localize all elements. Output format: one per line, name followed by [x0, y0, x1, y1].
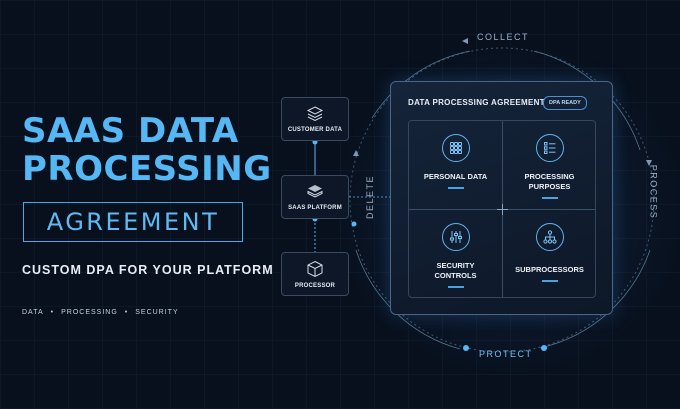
quadrant-underline [541, 280, 558, 282]
flow-box-saas-platform: SAAS PLATFORM [281, 175, 349, 219]
status-badge: DPA READY [543, 96, 587, 110]
platform-layers-icon [307, 184, 323, 198]
card-title: DATA PROCESSING AGREEMENT [408, 98, 545, 107]
flow-box-customer-data: CUSTOMER DATA [281, 97, 349, 141]
cycle-label-delete: DELETE [365, 174, 376, 220]
agreement-badge: AGREEMENT [23, 202, 243, 242]
arrow-process-icon [646, 160, 652, 166]
flow-label: SAAS PLATFORM [288, 204, 342, 211]
grid-cross-icon [497, 204, 508, 215]
quadrant-label: PROCESSING PURPOSES [524, 172, 575, 191]
tagline-separator: • [124, 309, 129, 316]
quadrant-subprocessors: SUBPROCESSORS [503, 210, 596, 298]
hierarchy-icon [542, 230, 557, 244]
dpa-grid: PERSONAL DATA PROCESSING PURPOSES [408, 120, 596, 298]
cycle-label-collect: COLLECT [477, 32, 530, 42]
quadrant-label: SUBPROCESSORS [515, 265, 584, 274]
dpa-card: DATA PROCESSING AGREEMENT DPA READY PERS… [390, 81, 613, 315]
flow-box-processor: PROCESSOR [281, 252, 349, 296]
cycle-dot-delete [351, 221, 357, 227]
title-line-1: SAAS DATA [22, 111, 239, 151]
tagline-separator: • [50, 309, 55, 316]
quadrant-underline [541, 197, 558, 199]
quadrant-label: SECURITY CONTROLS [434, 261, 477, 280]
cycle-dot-protect-right [541, 345, 547, 351]
tagline-item: SECURITY [135, 309, 179, 316]
checklist-icon [543, 142, 555, 154]
grid-dots-icon [449, 142, 462, 154]
arrow-collect-icon [462, 38, 468, 44]
quadrant-personal-data: PERSONAL DATA [409, 121, 502, 209]
arrow-delete-icon [353, 150, 359, 156]
flow-label: CUSTOMER DATA [287, 126, 343, 133]
quadrant-label: PERSONAL DATA [423, 172, 488, 181]
sliders-icon [449, 231, 462, 243]
cycle-arc-top-left [371, 50, 471, 119]
quadrant-underline [447, 286, 464, 288]
quadrant-security-controls: SECURITY CONTROLS [409, 210, 502, 298]
cycle-ring [349, 47, 655, 353]
stack-layers-icon [306, 105, 324, 121]
quadrant-underline [447, 187, 464, 189]
tagline-item: DATA [22, 309, 44, 316]
cube-icon [307, 260, 323, 277]
cycle-label-process: PROCESS [648, 164, 659, 220]
cycle-dot-protect [463, 345, 469, 351]
quadrant-processing-purposes: PROCESSING PURPOSES [503, 121, 596, 209]
cycle-label-protect: PROTECT [479, 349, 533, 359]
flow-label: PROCESSOR [294, 282, 336, 289]
tagline-item: PROCESSING [61, 309, 118, 316]
tagline: DATA • PROCESSING • SECURITY [22, 309, 179, 316]
title-line-2: PROCESSING [22, 149, 272, 189]
subtitle: CUSTOM DPA FOR YOUR PLATFORM [22, 263, 274, 277]
page-title: SAAS DATA PROCESSING [22, 112, 272, 188]
agreement-label: AGREEMENT [46, 208, 220, 236]
